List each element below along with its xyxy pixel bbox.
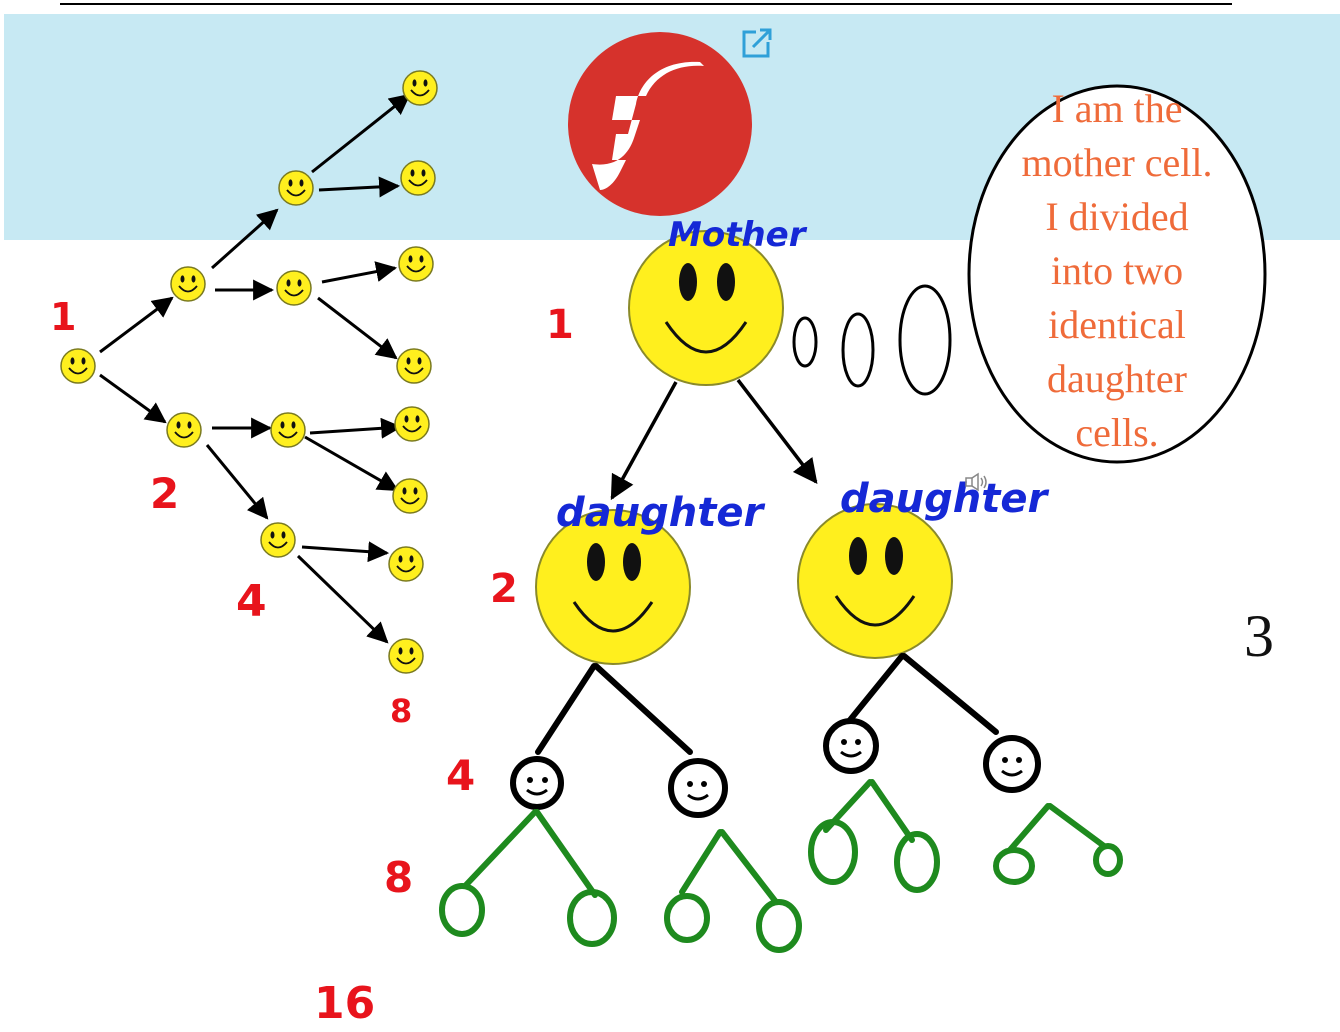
right-count-4: 4: [446, 751, 475, 800]
smiley-cell-icon: [402, 70, 438, 106]
left-count-16: 16: [314, 978, 375, 1029]
smiley-cell-icon: [400, 160, 436, 196]
bubble-line-7: cells.: [1075, 410, 1158, 455]
right-count-2: 2: [490, 566, 518, 612]
bubble-line-4: into two: [1051, 248, 1183, 293]
smiley-cell-icon: [392, 478, 428, 514]
smiley-cell-icon: [276, 270, 312, 306]
generation-4-smiles: [526, 750, 1023, 801]
speaker-icon[interactable]: [965, 472, 987, 492]
right-count-8: 8: [384, 853, 413, 902]
daughter-label-right: daughter: [840, 476, 1049, 522]
left-count-2: 2: [150, 469, 179, 518]
daughter-label-left: daughter: [556, 490, 765, 536]
bubble-line-3: I divided: [1045, 194, 1188, 239]
page-number: 3: [1244, 603, 1274, 669]
smiley-cell-icon: [388, 546, 424, 582]
left-count-4: 4: [236, 576, 267, 627]
thought-bubbles: [792, 284, 952, 396]
mother-arrows: [610, 378, 818, 501]
external-link-icon[interactable]: [742, 28, 772, 58]
smiley-cell-icon: [170, 266, 206, 302]
speech-bubble: I am the mother cell. I divided into two…: [967, 84, 1267, 464]
smiley-cell-icon: [278, 170, 314, 206]
smiley-cell-icon: [388, 638, 424, 674]
generation-4-faces: [527, 739, 1022, 787]
bubble-line-2: mother cell.: [1021, 140, 1212, 185]
generation-4-cells: [510, 718, 1041, 818]
smiley-cell-icon: [398, 246, 434, 282]
smiley-cell-icon: [396, 348, 432, 384]
left-count-8: 8: [390, 692, 412, 730]
smiley-cell-icon: [260, 522, 296, 558]
flash-plugin-icon[interactable]: [568, 32, 752, 216]
right-count-1: 1: [546, 302, 574, 348]
generation-8-cells: [439, 779, 1123, 953]
bubble-line-6: daughter: [1047, 356, 1187, 401]
mother-cell: [628, 230, 784, 386]
generation-4-branches: [535, 653, 999, 755]
smiley-cell-icon: [166, 412, 202, 448]
smiley-cell-icon: [394, 406, 430, 442]
left-tree-arrows: [99, 93, 411, 644]
daughter-cell-left: [535, 509, 691, 665]
bubble-line-1: I am the: [1051, 86, 1182, 131]
mother-label: Mother: [668, 215, 808, 255]
smiley-cell-icon: [60, 348, 96, 384]
left-count-1: 1: [50, 295, 76, 339]
smiley-cell-icon: [270, 412, 306, 448]
bubble-line-5: identical: [1048, 302, 1186, 347]
daughter-cell-right: [797, 503, 953, 659]
